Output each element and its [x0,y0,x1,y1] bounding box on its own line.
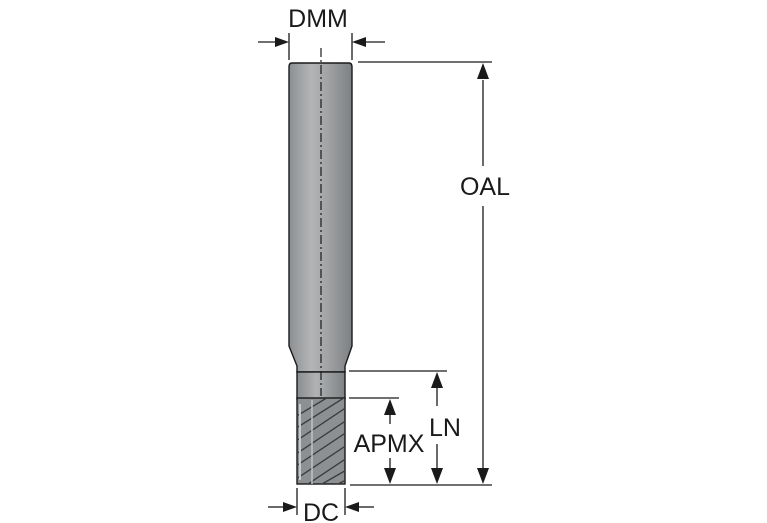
oal-dimension: OAL [350,61,510,486]
dmm-label: DMM [288,5,348,33]
ln-dimension: LN [349,370,461,484]
oal-label: OAL [460,173,510,201]
dc-label: DC [303,499,339,523]
end-mill-tool [288,48,353,485]
ln-label: LN [429,414,461,442]
apmx-dimension: APMX [349,397,425,484]
apmx-label: APMX [354,430,425,458]
helical-flutes [298,398,345,484]
dmm-dimension: DMM [258,5,385,60]
dc-dimension: DC [268,488,374,523]
